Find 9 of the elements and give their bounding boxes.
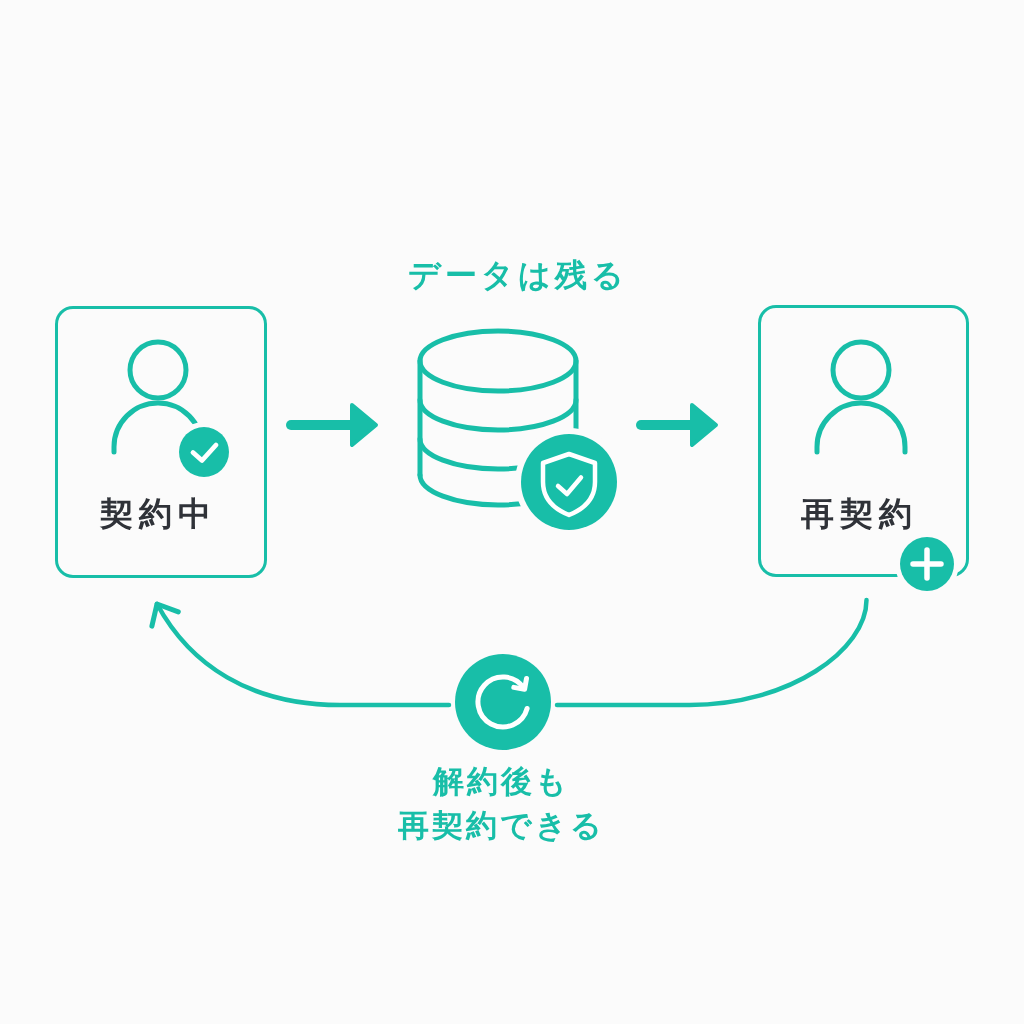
profile-card xyxy=(55,306,267,578)
arrow xyxy=(636,403,718,447)
heading-text: データは残る xyxy=(408,255,628,296)
arrow xyxy=(150,601,452,708)
status-label: 再契約 xyxy=(800,493,918,535)
caption-text: 解約後も再契約できる xyxy=(396,762,606,845)
status-label: 契約中 xyxy=(99,493,217,535)
connector-line xyxy=(554,597,869,708)
arrow xyxy=(286,403,378,447)
